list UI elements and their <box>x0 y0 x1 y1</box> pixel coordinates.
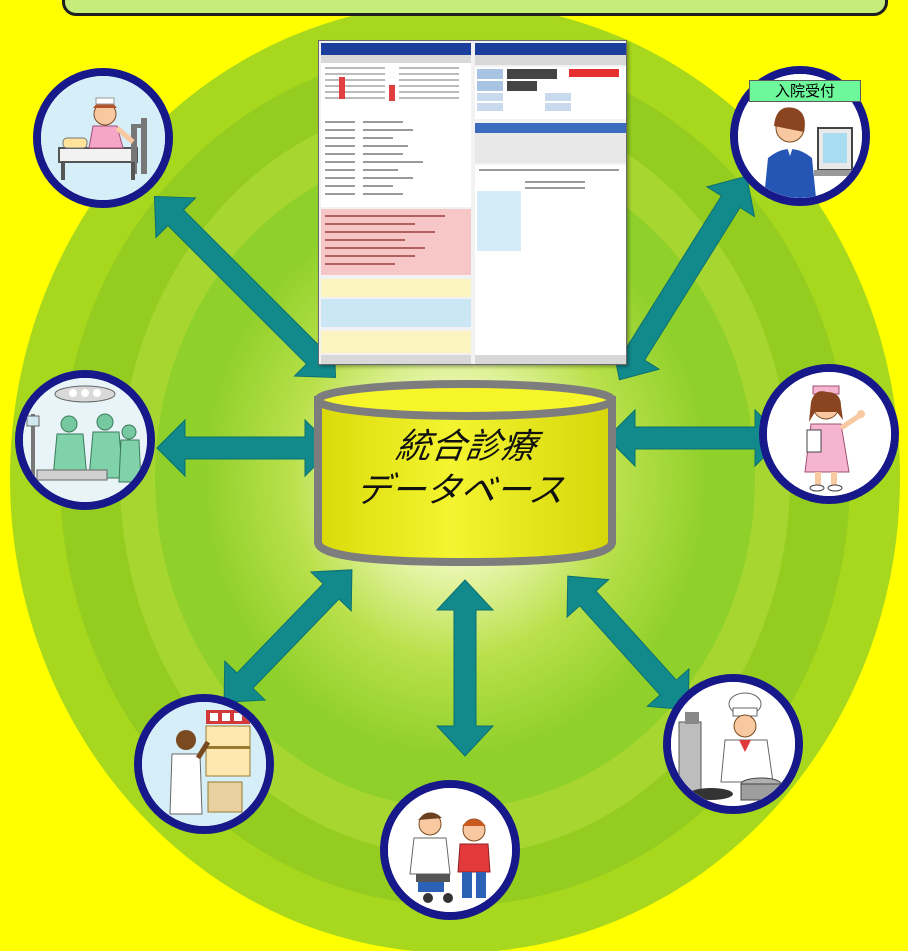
nurse-bed-icon <box>41 76 165 200</box>
arrow-pharmacy <box>223 569 353 703</box>
arrow-nurse-chart <box>606 408 784 468</box>
header-bar <box>62 0 888 16</box>
emr-screen-image <box>318 40 627 365</box>
chef-cooking-icon <box>671 682 795 806</box>
station-kitchen <box>663 674 803 814</box>
doctor-patient-icon <box>388 788 512 912</box>
admission-label: 入院受付 <box>749 80 861 102</box>
arrow-ward-nurse <box>153 195 337 379</box>
database-cylinder <box>314 380 616 567</box>
nurse-clipboard-icon <box>767 372 891 496</box>
database-label: 統合診療 データベース <box>312 425 614 513</box>
surgery-team-icon <box>23 378 147 502</box>
station-pharmacy <box>134 694 274 834</box>
station-admission-reception <box>730 66 870 206</box>
station-nurse-chart <box>759 364 899 504</box>
station-consultation <box>380 780 520 920</box>
pharmacist-icon <box>142 702 266 826</box>
database-label-line2: データベース <box>352 471 567 511</box>
station-ward-nurse <box>33 68 173 208</box>
station-operating-room <box>15 370 155 510</box>
database-label-line1: 統合診療 <box>393 427 539 467</box>
arrow-consultation <box>435 579 495 757</box>
